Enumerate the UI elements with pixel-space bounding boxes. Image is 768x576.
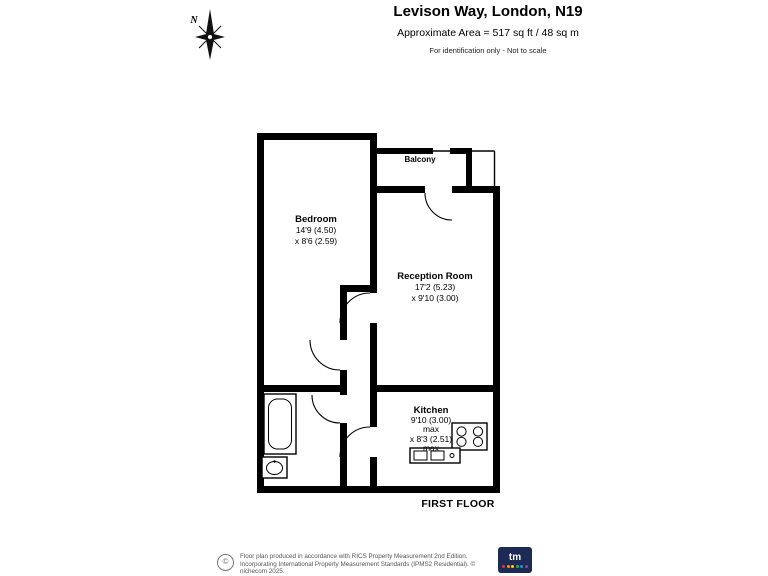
door-arc — [339, 292, 371, 324]
sink-icon — [409, 447, 461, 464]
logo-dot — [511, 565, 515, 568]
kitchen-dimensions: 9'10 (3.00) — [411, 415, 452, 425]
logo-dot — [515, 565, 519, 568]
balcony-railing — [433, 150, 496, 186]
area-text: Approximate Area = 517 sq ft / 48 sq m — [397, 27, 579, 39]
certification-icon: © — [217, 554, 234, 571]
floor-label: FIRST FLOOR — [421, 498, 494, 510]
footer-smallprint: Floor plan produced in accordance with R… — [240, 553, 495, 576]
kitchen-label: Kitchen — [414, 405, 449, 416]
door-arcs — [309, 192, 453, 458]
bedroom-dimensions: x 8'6 (2.59) — [295, 236, 337, 246]
reception-dimensions: 17'2 (5.23) — [415, 282, 456, 292]
basin-icon — [261, 456, 288, 479]
kitchen-dimensions: x 8'3 (2.51) — [410, 434, 452, 444]
kitchen-dimensions: max — [423, 424, 440, 434]
header: Levison Way, London, N19 Approximate Are… — [307, 3, 669, 55]
reception-label: Reception Room — [397, 271, 472, 282]
scale-note: For identification only - Not to scale — [429, 46, 547, 55]
door-arc — [424, 192, 453, 221]
agency-logo: tm — [498, 547, 532, 573]
compass-rose: N — [189, 9, 225, 60]
logo-dots — [502, 565, 528, 568]
page-title: Levison Way, London, N19 — [393, 3, 583, 20]
hob-icon — [451, 422, 488, 451]
north-label: N — [189, 15, 198, 26]
logo-dot — [520, 565, 524, 568]
footer-line-1: Floor plan produced in accordance with R… — [240, 553, 468, 560]
door-arc — [339, 426, 371, 458]
walls — [257, 133, 500, 493]
door-arc — [311, 394, 341, 424]
logo-dot — [502, 565, 506, 568]
balcony-label: Balcony — [404, 155, 436, 164]
kitchen-dimensions: max — [423, 443, 440, 453]
footer: © Floor plan produced in accordance with… — [0, 546, 768, 576]
logo-text: tm — [508, 552, 522, 563]
logo-dot — [524, 565, 528, 568]
bedroom-dimensions: 14'9 (4.50) — [296, 225, 337, 235]
footer-line-2: Incorporating International Property Mea… — [240, 560, 476, 576]
door-arc — [309, 339, 341, 371]
bathtub-icon — [263, 393, 297, 455]
reception-dimensions: x 9'10 (3.00) — [412, 293, 459, 303]
bedroom-label: Bedroom — [295, 214, 337, 225]
logo-dot — [506, 565, 510, 568]
